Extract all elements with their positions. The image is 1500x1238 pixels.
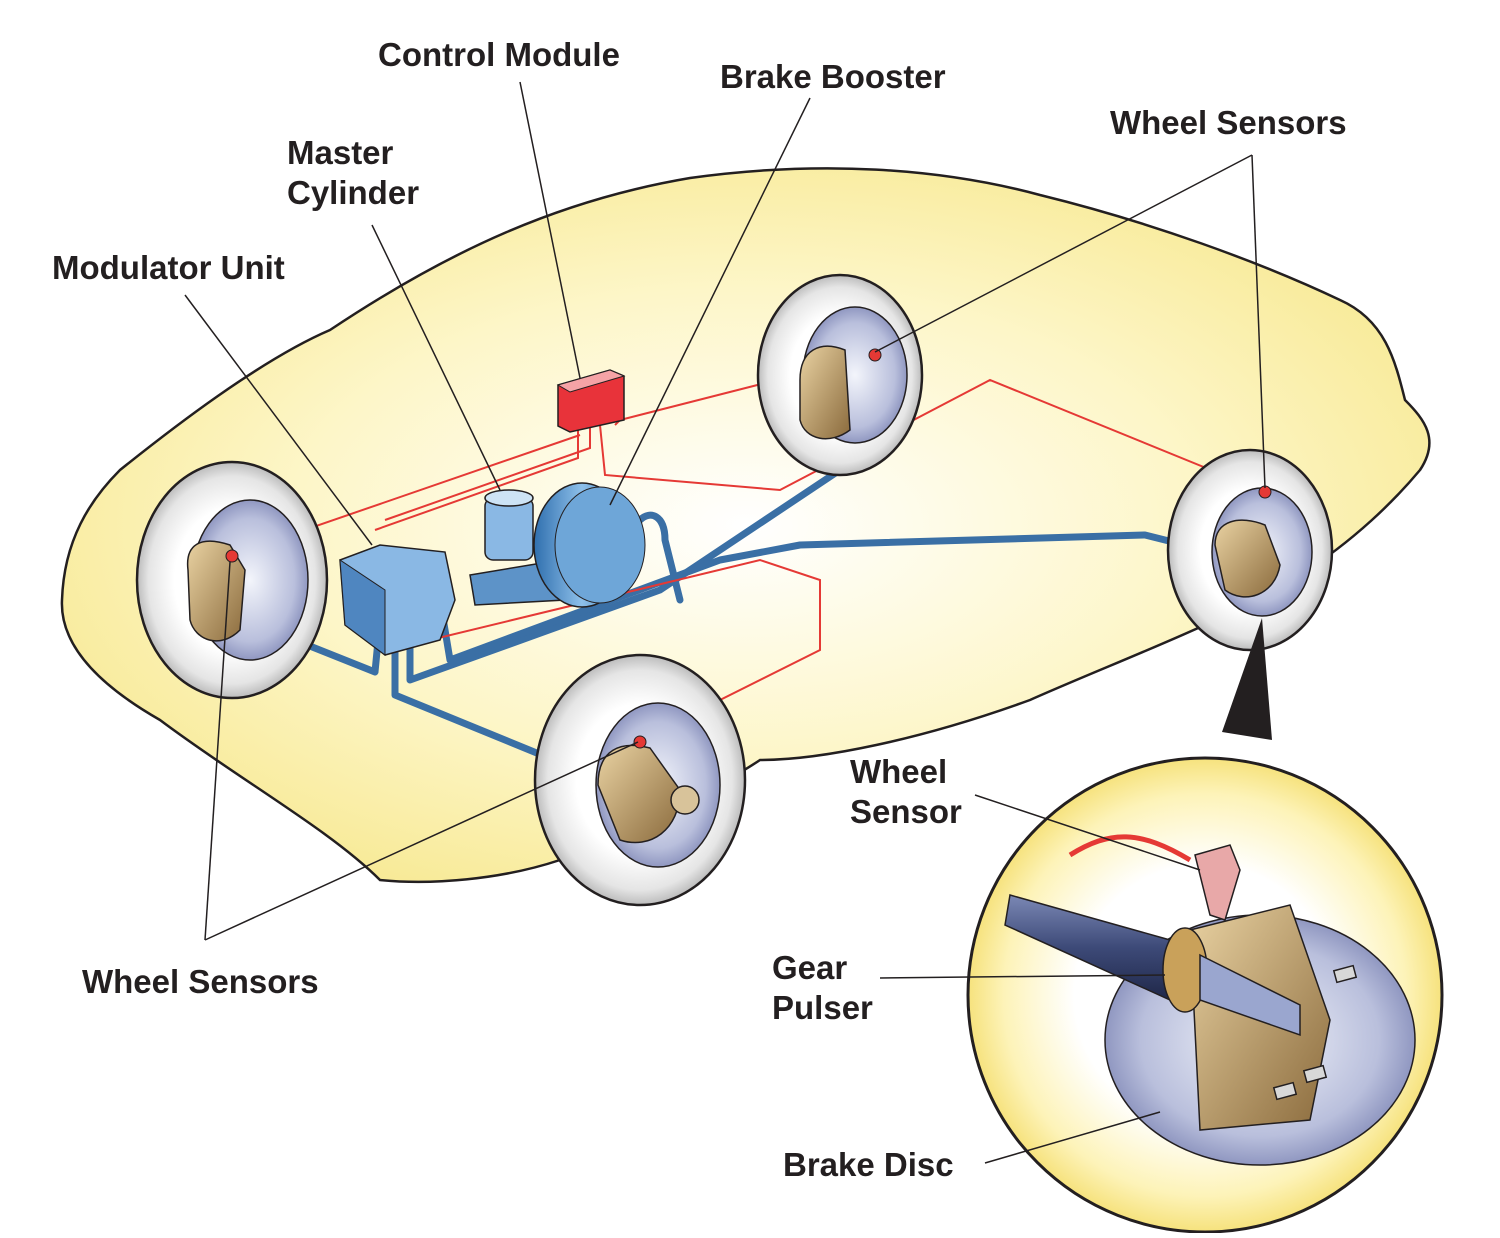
label-control-module: Control Module [378,36,620,73]
detail-circle [966,756,1444,1234]
label-brake-booster: Brake Booster [720,58,946,95]
wheel-rear-right [1166,448,1334,652]
label-brake-disc: Brake Disc [783,1146,954,1183]
wheel-front-left [135,460,329,700]
label-modulator-unit: Modulator Unit [52,249,285,286]
wheel-rear-left [756,273,924,477]
label-wheel-sensor-line1: Wheel [850,753,948,790]
label-master-cylinder: Master Cylinder [287,133,419,213]
label-wheel-sensors-bottom: Wheel Sensors [82,963,319,1000]
label-master-cylinder-line2: Cylinder [287,174,420,211]
label-wheel-sensors-top: Wheel Sensors [1110,104,1347,141]
label-master-cylinder-line1: Master [287,134,394,171]
brake-booster [533,482,646,608]
detail-pointer [1222,618,1272,740]
label-gear-pulser-line2: Pulser [772,989,873,1026]
sensor-wires [231,354,1266,741]
label-wheel-sensor-line2: Sensor [850,793,962,830]
label-gear-pulser: Gear Pulser [772,948,873,1028]
label-wheel-sensor-detail: Wheel Sensor [850,752,962,832]
label-gear-pulser-line1: Gear [772,949,848,986]
wheel-front-right [533,653,747,907]
leader-lines [184,81,1266,1164]
modulator-unit [339,544,456,656]
control-module [556,369,626,433]
